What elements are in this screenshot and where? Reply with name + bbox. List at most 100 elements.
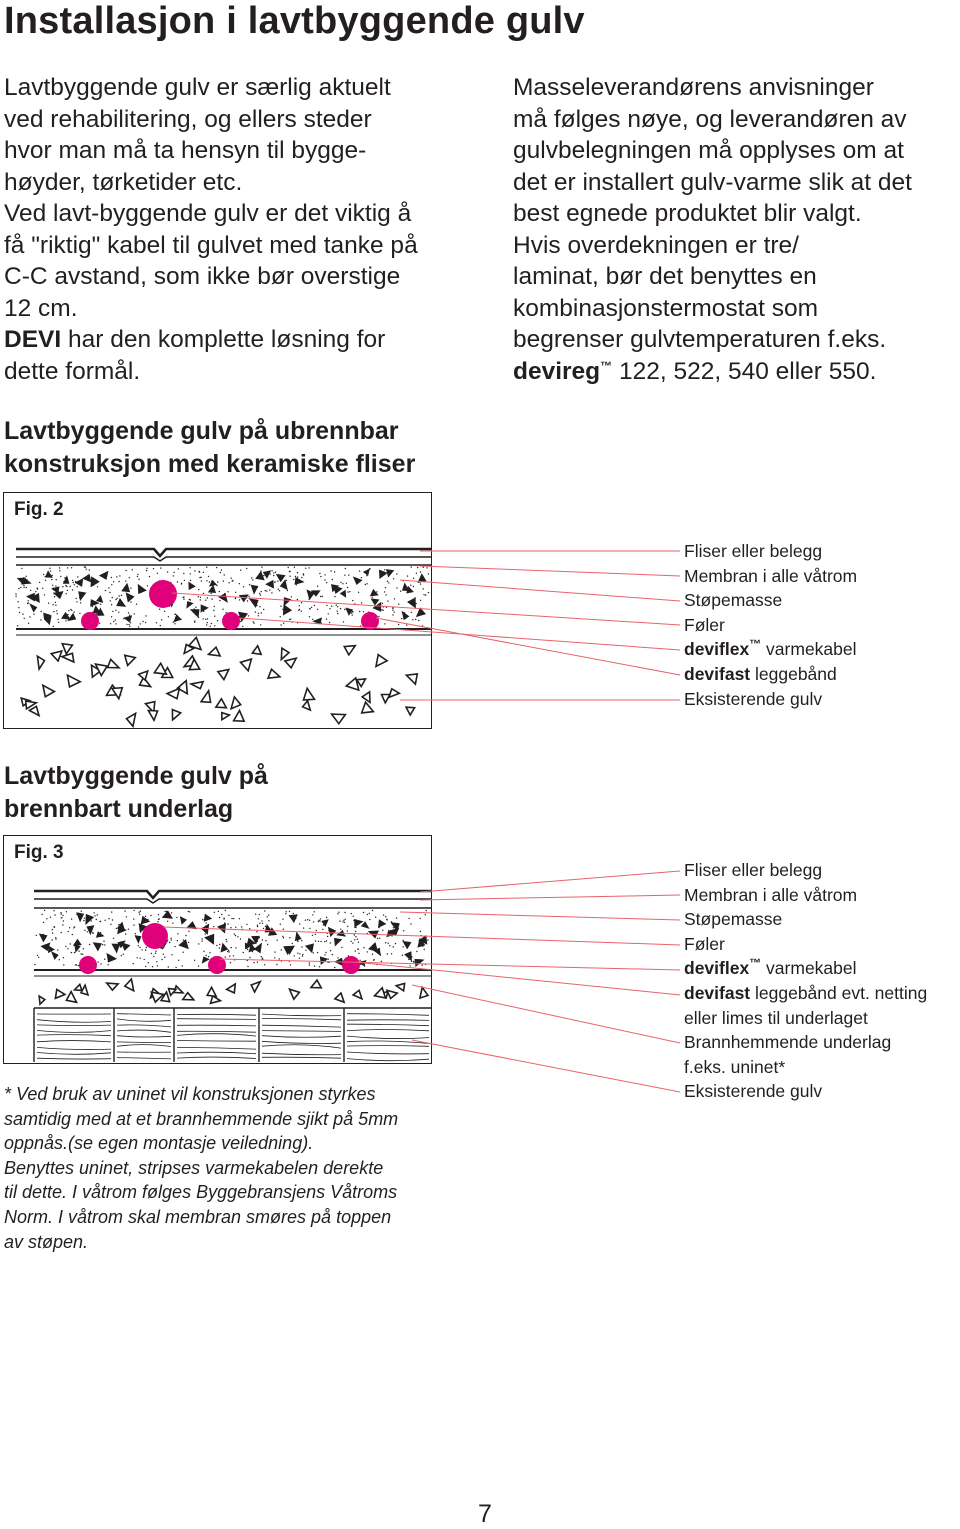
sand-grain xyxy=(235,592,236,593)
sand-grain xyxy=(176,917,177,918)
sand-grain xyxy=(55,938,56,939)
sand-grain xyxy=(385,594,386,595)
sand-grain xyxy=(24,618,25,619)
wood-grain-line xyxy=(117,1030,171,1032)
aggregate-stone xyxy=(252,646,261,655)
intro-right-line: gulvbelegningen må opplyses om at xyxy=(513,135,912,167)
sand-grain xyxy=(344,575,345,576)
sand-grain xyxy=(297,622,298,623)
sand-grain xyxy=(355,950,356,951)
aggregate-stone xyxy=(295,932,301,940)
sand-grain xyxy=(337,913,338,914)
aggregate-stone xyxy=(268,669,280,678)
sand-grain xyxy=(259,606,260,607)
sand-grain xyxy=(69,586,70,587)
legend-item: Eksisterende gulv xyxy=(684,1079,927,1104)
sand-grain xyxy=(259,593,260,594)
sand-grain xyxy=(107,964,108,965)
sand-grain xyxy=(373,960,374,961)
aggregate-stone xyxy=(154,663,166,674)
sand-grain xyxy=(183,599,184,600)
wood-grain-line xyxy=(117,1036,171,1037)
sand-grain xyxy=(247,960,248,961)
legend-item: Fliser eller belegg xyxy=(684,858,927,883)
sand-grain xyxy=(198,589,199,590)
page-number: 7 xyxy=(478,1500,492,1529)
sand-grain xyxy=(290,964,291,965)
aggregate-stone xyxy=(77,913,84,922)
sand-grain xyxy=(43,574,44,575)
sand-grain xyxy=(291,596,292,597)
sand-grain xyxy=(18,588,19,589)
sand-grain xyxy=(398,604,399,605)
sand-grain xyxy=(299,923,300,924)
sand-grain xyxy=(161,959,162,960)
sand-grain xyxy=(111,577,112,578)
sand-grain xyxy=(427,939,428,940)
figure-3-illustration xyxy=(4,836,431,1063)
sand-grain xyxy=(329,608,330,609)
sand-grain xyxy=(309,920,310,921)
sand-grain xyxy=(420,583,421,584)
sand-grain xyxy=(206,955,207,956)
sand-grain xyxy=(274,957,275,958)
sand-grain xyxy=(303,927,304,928)
sand-grain xyxy=(104,944,105,945)
sand-grain xyxy=(393,946,394,947)
aggregate-stone xyxy=(306,944,314,953)
sand-grain xyxy=(318,920,319,921)
sand-grain xyxy=(246,924,247,925)
sand-grain xyxy=(289,619,290,620)
aggregate-stone xyxy=(68,675,81,687)
trademark-symbol: ™ xyxy=(749,638,761,652)
sand-grain xyxy=(326,917,327,918)
aggregate-stone xyxy=(51,651,62,661)
sand-grain xyxy=(156,622,157,623)
sand-grain xyxy=(37,955,38,956)
sand-grain xyxy=(237,936,238,937)
aggregate-stone xyxy=(320,957,327,964)
sand-grain xyxy=(242,626,243,627)
sand-grain xyxy=(26,587,27,588)
legend-item: Brannhemmende underlag xyxy=(684,1030,927,1055)
sand-grain xyxy=(70,609,71,610)
sand-grain xyxy=(299,605,300,606)
aggregate-stone xyxy=(369,931,379,938)
sand-grain xyxy=(297,576,298,577)
existing-floor-aggregate xyxy=(21,637,417,726)
sand-grain xyxy=(330,942,331,943)
sand-grain xyxy=(219,917,220,918)
devi-line-rest: har den komplette løsning for xyxy=(61,326,385,353)
sand-grain xyxy=(239,599,240,600)
sand-grain xyxy=(410,923,411,924)
sand-grain xyxy=(146,947,147,948)
sand-grain xyxy=(305,920,306,921)
sand-grain xyxy=(294,955,295,956)
sand-grain xyxy=(326,582,327,583)
sand-grain xyxy=(281,960,282,961)
wood-grain-line xyxy=(262,1025,341,1027)
sand-grain xyxy=(28,623,29,624)
sand-grain xyxy=(317,609,318,610)
sand-grain xyxy=(314,966,315,967)
sand-grain xyxy=(59,570,60,571)
wood-grain-line xyxy=(37,1058,111,1059)
sand-grain xyxy=(228,951,229,952)
sand-grain xyxy=(402,955,403,956)
sand-grain xyxy=(65,946,66,947)
sand-grain xyxy=(301,611,302,612)
sand-grain xyxy=(407,575,408,576)
sand-grain xyxy=(138,579,139,580)
sand-grain xyxy=(108,918,109,919)
sand-grain xyxy=(428,573,429,574)
sand-grain xyxy=(239,583,240,584)
sand-grain xyxy=(330,950,331,951)
wood-grain-line xyxy=(347,1024,429,1026)
sand-grain xyxy=(164,611,165,612)
sand-grain xyxy=(199,577,200,578)
aggregate-stone xyxy=(290,989,300,999)
sand-grain xyxy=(62,586,63,587)
sand-grain xyxy=(52,575,53,576)
legend-item: f.eks. uninet* xyxy=(684,1055,927,1080)
intro-right-line: Hvis overdekningen er tre/ xyxy=(513,230,912,262)
